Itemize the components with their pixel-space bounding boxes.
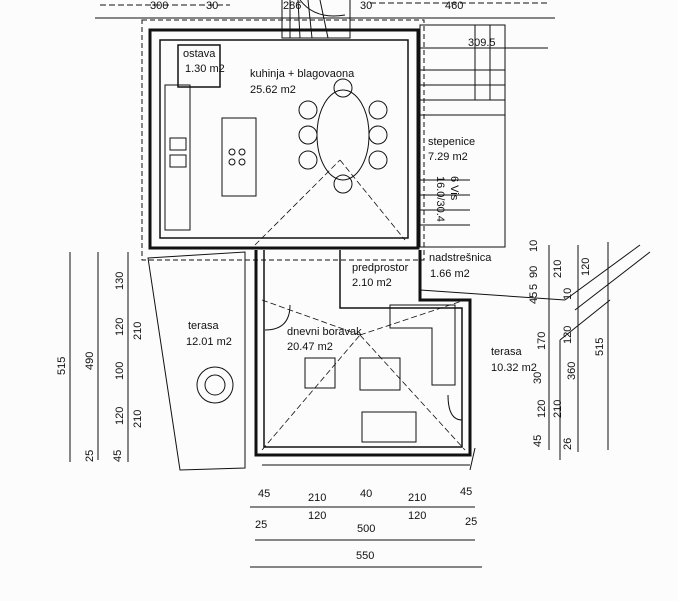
spiral-stair [281,0,351,39]
dim-right-i: 120 [562,325,574,344]
dim-right-g: 120 [536,399,548,418]
dim-top-6: 309.5 [468,37,496,49]
dim-right-h: 45 [532,434,544,447]
dim-right-w5: 26 [562,437,574,450]
kitchen-walls [148,28,420,250]
room-stairs-name: stepenice [428,136,476,148]
dim-left-b: 45 [112,449,124,462]
dim-left-a: 25 [84,449,96,462]
dim-right-w1: 210 [552,259,564,278]
dim-right-d: 45 [528,291,540,304]
dim-bottom-r1-1: 210 [308,492,327,504]
dim-left-s3: 100 [114,361,126,380]
room-ostava-area: 1.30 m2 [185,63,225,75]
dining-table [298,78,388,194]
dim-top-5: 460 [445,0,464,12]
dim-top-1: 300 [150,0,169,12]
kitchen-furniture [164,84,257,231]
room-terasa-right-area: 10.32 m2 [491,362,537,374]
dim-top-3: 286 [283,0,302,12]
dim-bottom-r2-0: 120 [308,510,327,522]
room-predprostor-name: predprostor [352,262,409,274]
stair-steps: 6 Vis [448,176,460,201]
living-walls [254,250,472,457]
room-nadstresnica-area: 1.66 m2 [430,268,470,280]
room-terasa-left-name: terasa [188,320,219,332]
room-terasa-left-area: 12.01 m2 [186,336,232,348]
dim-left-s1: 130 [114,271,126,290]
dim-right-w4: 210 [552,399,564,418]
ceiling-lines [254,159,466,451]
room-living-area: 20.47 m2 [287,341,333,353]
left-dimension-lines [69,252,129,462]
dim-left-w1: 210 [132,321,144,340]
dim-left-total: 515 [56,356,68,375]
dim-left-s4: 120 [114,406,126,425]
dim-right-b: 90 [528,265,540,278]
room-ostava-name: ostava [183,48,216,60]
dim-left-s2: 120 [114,317,126,336]
dim-bottom-r1-0: 45 [258,488,271,500]
dim-bottom-r2-1: 120 [408,510,427,522]
dim-top-4: 30 [360,0,373,12]
room-kitchen-name: kuhinja + blagovaona [250,68,355,80]
dim-bottom-r3-2: 25 [465,516,478,528]
roof-outline [141,19,425,261]
dim-right-w3: 120 [580,257,592,276]
dim-right-e: 170 [536,331,548,350]
dim-right-w2: 10 [562,287,574,300]
dim-right-c: 5 [528,283,540,290]
top-dimension-lines [95,2,555,49]
dim-top-2: 30 [206,0,219,12]
dim-left-w2: 210 [132,409,144,428]
room-terasa-right-name: terasa [491,346,522,358]
dim-right-total: 515 [594,337,606,356]
room-stairs-area: 7.29 m2 [428,151,468,163]
right-dimension-lines [548,242,609,452]
dim-right-j: 360 [566,361,578,380]
stair-size: 16.0/30.4 [434,176,446,222]
dim-bottom-r1-3: 210 [408,492,427,504]
dim-bottom-r1-4: 45 [460,486,473,498]
room-kitchen-area: 25.62 m2 [250,84,296,96]
room-predprostor-area: 2.10 m2 [352,277,392,289]
dim-bottom-r3-0: 25 [255,519,268,531]
bottom-dimension-lines [250,506,482,568]
dim-right-a: 10 [528,239,540,252]
room-nadstresnica-name: nadstrešnica [429,252,492,264]
dim-bottom-total: 550 [356,550,375,562]
stairs [419,24,506,248]
living-furniture [264,304,463,443]
dim-right-f: 30 [532,371,544,384]
dim-bottom-r1-2: 40 [360,488,373,500]
dim-left-inner: 490 [84,351,96,370]
dim-bottom-r3-1: 500 [357,523,376,535]
room-living-name: dnevni boravak [287,326,362,338]
